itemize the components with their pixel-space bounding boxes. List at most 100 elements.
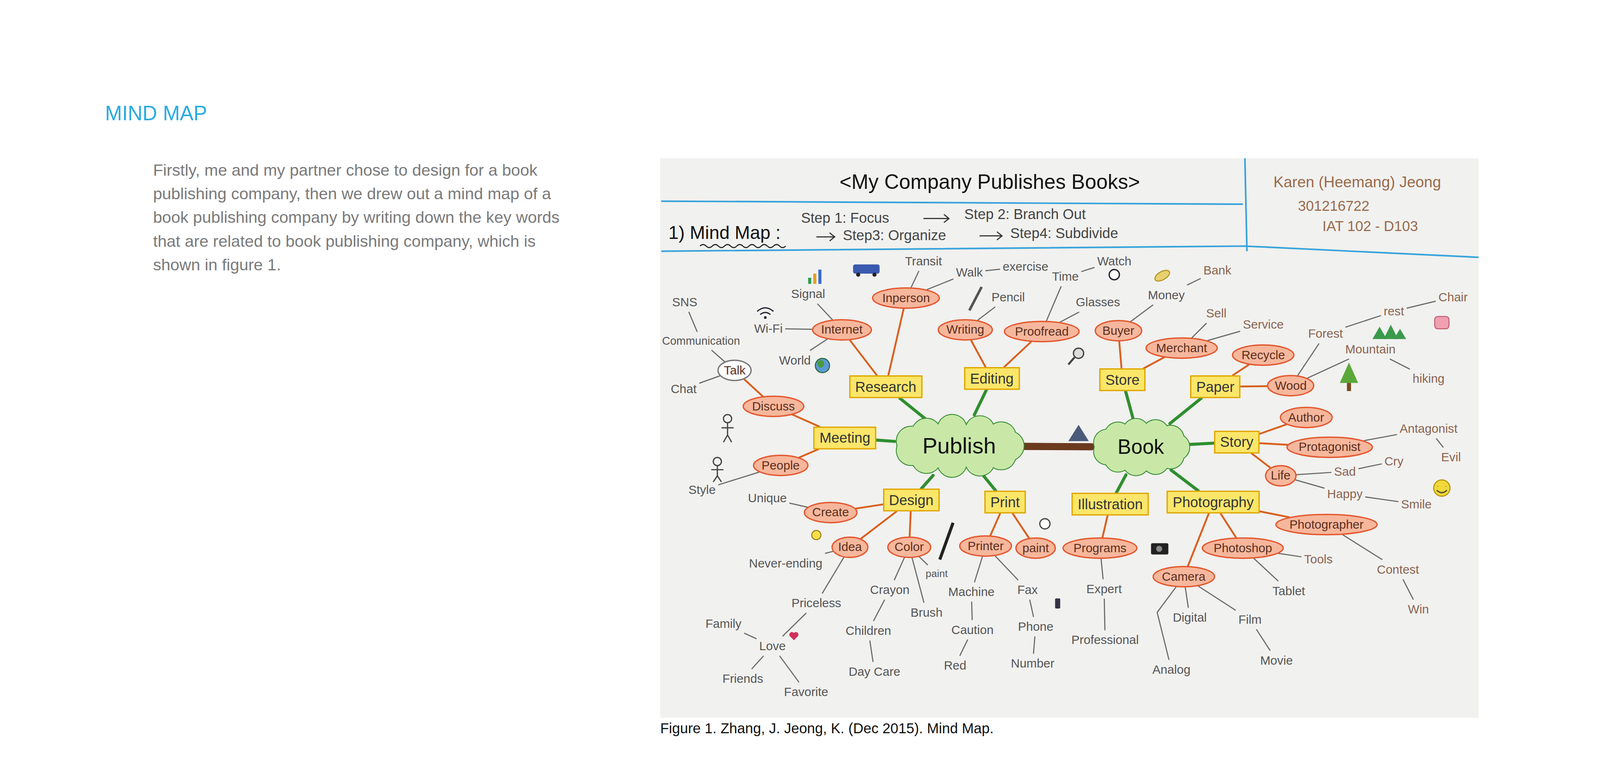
node-label: Discuss — [752, 399, 796, 414]
node-text: Talk — [723, 363, 746, 378]
node-text: Inperson — [882, 291, 930, 305]
leader-line — [1403, 579, 1414, 599]
keyword-label: Phone — [1018, 619, 1054, 634]
keyword-label: Forest — [1308, 326, 1343, 341]
leader-line — [1256, 629, 1270, 650]
branch-connector — [983, 475, 996, 491]
oval-outline — [1267, 375, 1315, 396]
leader-line — [785, 328, 812, 330]
keyword-label: Money — [1147, 288, 1185, 303]
keyword-label: Chair — [1438, 290, 1468, 305]
mountain-icon — [1393, 328, 1407, 339]
signal-icon — [813, 273, 817, 284]
leader-line — [1046, 286, 1061, 322]
magnifier-icon — [1068, 357, 1075, 365]
branch-connector — [1251, 453, 1271, 468]
keyword-oval: Talk — [717, 359, 752, 381]
leader-line — [1307, 359, 1349, 379]
oval-outline — [872, 288, 940, 309]
tree-icon — [1339, 362, 1358, 383]
keyword-label: Movie — [1260, 653, 1293, 668]
header-rule — [1245, 158, 1248, 252]
branch-connector — [1102, 515, 1108, 538]
leader-line — [779, 656, 799, 682]
keyword-label: Bank — [1203, 263, 1232, 278]
oval-outline — [718, 360, 752, 381]
node-text: Photographer — [1289, 517, 1364, 532]
branch-connector — [1143, 357, 1165, 369]
oval-outline — [938, 319, 993, 340]
phone-icon — [1054, 598, 1060, 609]
keyword-label: Happy — [1327, 486, 1363, 501]
leader-line — [919, 556, 928, 565]
body-paragraph: Firstly, me and my partner chose to desi… — [152, 158, 582, 277]
node-text: Color — [894, 540, 924, 554]
header-text: 1) Mind Map : — [668, 221, 781, 243]
keyword-label: Expert — [1086, 581, 1122, 596]
keyword-label: Family — [705, 616, 742, 631]
branch-connector — [1189, 442, 1214, 445]
keyword-oval: Wood — [1266, 374, 1315, 397]
node-text: Idea — [838, 540, 862, 554]
keyword-label: exercise — [1002, 259, 1049, 274]
node-text: Paper — [1196, 378, 1235, 395]
node-label: Photographer — [1289, 517, 1364, 532]
branch-connector — [1240, 385, 1267, 388]
keyword-label: SNS — [671, 295, 698, 310]
signal-icon — [818, 269, 822, 284]
branch-connector — [1004, 341, 1031, 367]
keyword-label: Sell — [1206, 306, 1227, 321]
node-text: Research — [854, 378, 917, 395]
keyword-label: Unique — [747, 490, 787, 505]
keyword-oval: Buyer — [1094, 319, 1143, 342]
keyword-oval: Photographer — [1275, 513, 1378, 536]
branch-connector — [1125, 390, 1134, 419]
keyword-oval: Inperson — [871, 287, 941, 309]
wifi-icon — [757, 307, 774, 315]
leader-line — [873, 600, 885, 621]
keyword-oval: Color — [887, 536, 932, 558]
header-text: IAT 102 - D103 — [1322, 218, 1418, 235]
leader-line — [1207, 331, 1241, 341]
node-text: Store — [1105, 371, 1140, 388]
wifi-icon — [764, 316, 767, 319]
branch-box: Design — [883, 488, 940, 512]
keyword-label: Favorite — [783, 684, 829, 699]
edge-group — [744, 308, 1290, 566]
node-label: People — [761, 458, 800, 473]
keyword-oval: Programs — [1062, 537, 1138, 559]
keyword-label: Number — [1010, 656, 1055, 671]
box-outline — [964, 367, 1020, 390]
leader-line — [1358, 463, 1381, 469]
node-text: Recycle — [1241, 348, 1285, 362]
oval-outline — [832, 536, 869, 558]
leader-line — [711, 350, 725, 362]
leader-line — [1059, 311, 1079, 322]
node-label: Meeting — [819, 429, 871, 446]
node-label: Book — [1117, 435, 1165, 458]
node-text: Editing — [969, 370, 1014, 387]
oval-outline — [1152, 566, 1215, 587]
node-label: Author — [1288, 410, 1324, 425]
leader-line — [977, 307, 995, 320]
branch-connector — [1024, 442, 1092, 450]
node-text: Publish — [922, 433, 996, 459]
oval-outline — [1232, 345, 1295, 366]
keyword-label: Mountain — [1345, 341, 1396, 356]
branch-connector — [744, 379, 763, 397]
globe-icon — [817, 359, 824, 368]
node-label: Life — [1270, 468, 1291, 483]
keyword-label: Walk — [956, 265, 984, 280]
branch-connector — [1169, 398, 1202, 424]
leader-line — [718, 471, 759, 485]
leader-line — [1130, 304, 1153, 322]
node-label: Proofread — [1014, 324, 1069, 339]
leader-line — [810, 338, 828, 350]
oval-outline — [1095, 320, 1142, 341]
branch-connector — [1259, 511, 1290, 517]
bus-icon — [852, 264, 880, 274]
keyword-label: Love — [759, 638, 786, 653]
brush-icon — [939, 522, 953, 560]
cloud-outline — [1093, 418, 1190, 476]
leader-line — [744, 633, 757, 639]
